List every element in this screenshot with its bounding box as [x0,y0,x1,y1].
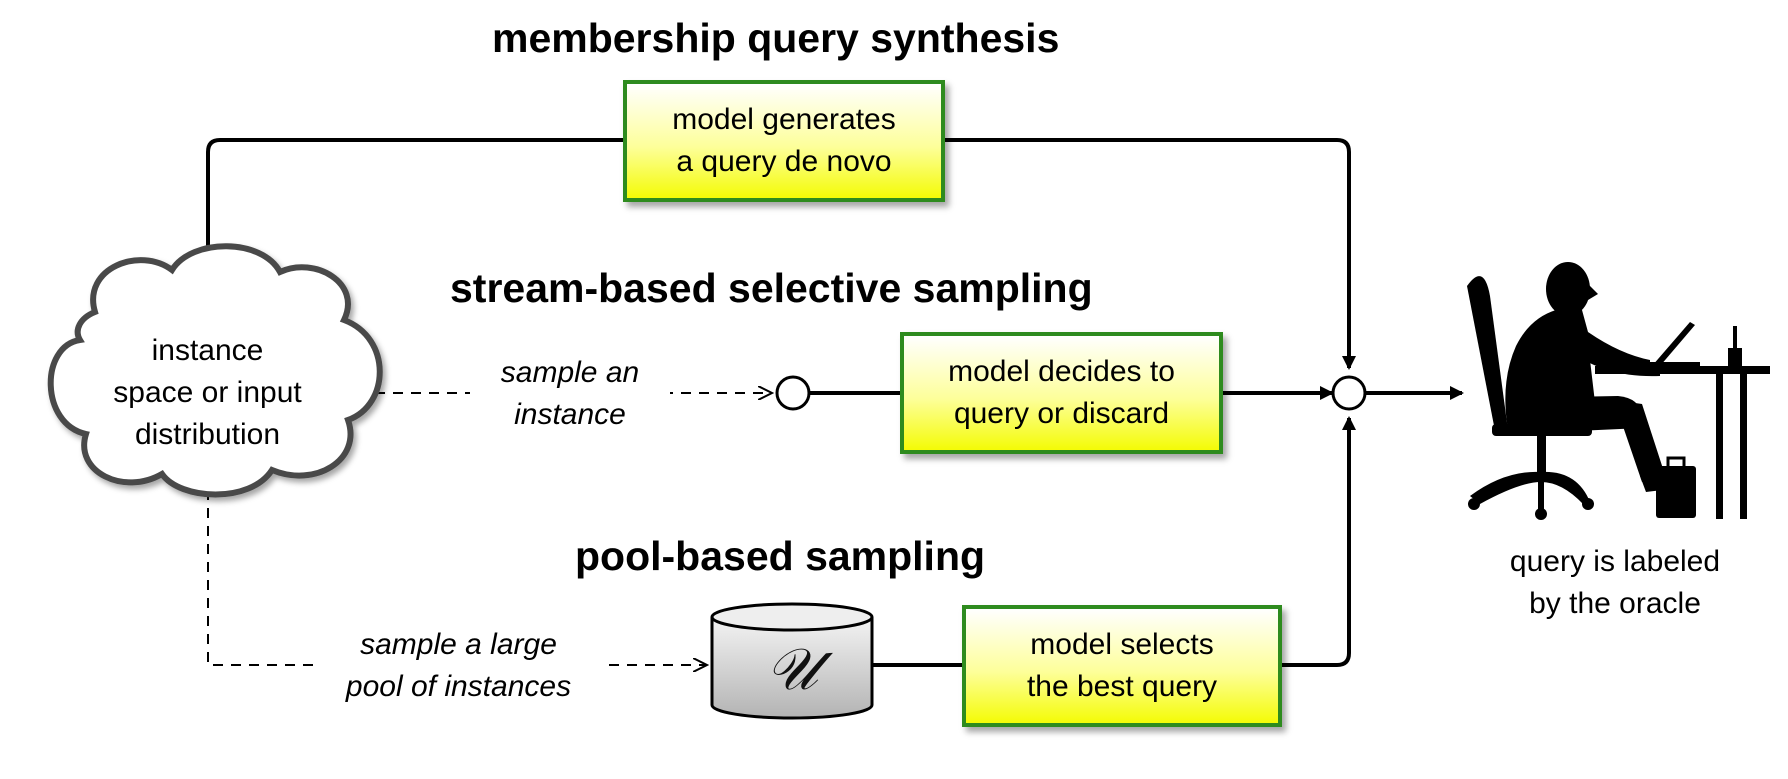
heading-stream-based-sampling: stream-based selective sampling [450,265,1093,311]
stream-node-circle [775,375,811,411]
heading-membership-query-synthesis: membership query synthesis [492,15,1060,61]
pool-box: model selects the best query [962,605,1282,727]
pool-cylinder-icon [710,602,874,720]
stream-box: model decides to query or discard [900,332,1223,454]
merge-node-circle [1331,375,1367,411]
heading-pool-based-sampling: pool-based sampling [575,533,986,579]
synthesis-box: model generates a query de novo [623,80,945,202]
pool-symbol: 𝒰 [765,635,819,703]
instance-cloud [47,243,383,498]
pool-solid-path [873,416,1356,667]
label-sample-an-instance: sample an instance [470,352,670,436]
oracle-caption: query is labeled by the oracle [1509,545,1721,620]
label-sample-large-pool: sample a large pool of instances [316,624,601,708]
cloud-label: instance space or input distribution [113,334,302,451]
oracle-person-icon [1467,262,1770,520]
